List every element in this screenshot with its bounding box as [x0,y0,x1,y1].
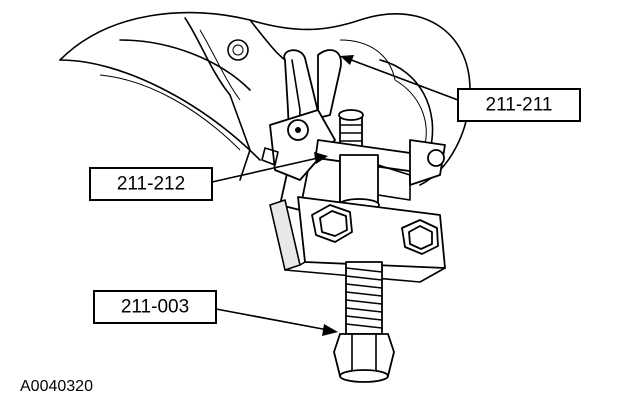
leader-211-003 [215,308,338,336]
callout-211-211-label: 211-211 [486,95,553,116]
callout-211-212-label: 211-212 [117,174,185,195]
figure-id: A0040320 [20,378,93,395]
callout-211-003-label: 211-003 [121,297,189,318]
tool-211-003 [269,196,446,283]
callout-211-212: 211-212 [89,167,213,201]
callout-211-003: 211-003 [93,290,217,324]
leader-211-212 [211,152,328,183]
forcing-screw [333,261,395,383]
leader-211-211 [340,55,459,101]
callout-211-211: 211-211 [457,88,581,122]
